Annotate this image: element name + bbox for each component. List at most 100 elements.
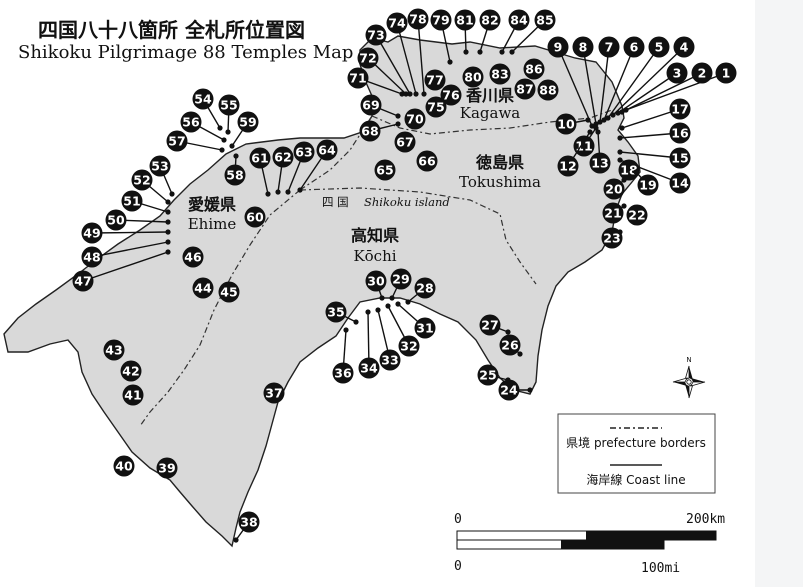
temple-marker-15[interactable]: 15: [617, 147, 691, 169]
temple-location-dot: [621, 203, 627, 209]
temple-number-badge: [103, 339, 125, 361]
temple-marker-36[interactable]: 36: [332, 327, 354, 384]
temple-marker-71[interactable]: 71: [347, 67, 405, 97]
temple-marker-7[interactable]: 7: [597, 36, 620, 125]
temple-marker-11[interactable]: 11: [573, 125, 599, 157]
temple-marker-82[interactable]: 82: [477, 9, 501, 55]
temple-marker-68[interactable]: 68: [359, 120, 401, 142]
temple-marker-10[interactable]: 10: [555, 113, 591, 135]
temple-marker-32[interactable]: 32: [385, 303, 420, 357]
temple-marker-64[interactable]: 64: [297, 139, 338, 193]
temple-marker-2[interactable]: 2: [619, 62, 713, 115]
temple-marker-76[interactable]: 76: [440, 84, 462, 106]
temple-marker-77[interactable]: 77: [424, 69, 446, 91]
prefecture-label-kagawa-english: Kagawa: [460, 104, 521, 122]
temple-marker-83[interactable]: 83: [489, 63, 511, 85]
temple-number-badge: [416, 150, 438, 172]
temple-marker-73[interactable]: 73: [365, 24, 413, 97]
temple-marker-19[interactable]: 19: [633, 169, 659, 196]
temple-marker-33[interactable]: 33: [375, 307, 401, 371]
temple-marker-17[interactable]: 17: [619, 98, 691, 131]
temple-marker-22[interactable]: 22: [626, 204, 648, 226]
temple-marker-84[interactable]: 84: [499, 9, 530, 55]
temple-marker-60[interactable]: 60: [244, 206, 266, 228]
temple-marker-87[interactable]: 87: [514, 78, 536, 100]
temple-marker-26[interactable]: 26: [499, 334, 523, 357]
temple-marker-16[interactable]: 16: [617, 122, 691, 144]
temple-marker-66[interactable]: 66: [416, 150, 438, 172]
temple-marker-75[interactable]: 75: [425, 96, 447, 118]
temple-marker-3[interactable]: 3: [615, 62, 688, 116]
temple-marker-35[interactable]: 35: [325, 301, 359, 325]
temple-marker-52[interactable]: 52: [131, 169, 171, 205]
temple-marker-37[interactable]: 37: [263, 382, 285, 404]
temple-number-badge: [603, 178, 625, 200]
temple-marker-62[interactable]: 62: [272, 146, 294, 195]
temple-marker-28[interactable]: 28: [405, 277, 436, 305]
temple-marker-59[interactable]: 59: [229, 111, 259, 149]
temple-marker-30[interactable]: 30: [365, 270, 387, 301]
temple-marker-70[interactable]: 70: [404, 108, 426, 130]
temple-marker-54[interactable]: 54: [192, 88, 223, 131]
temple-marker-13[interactable]: 13: [589, 129, 611, 174]
temple-marker-20[interactable]: 20: [603, 177, 627, 200]
temple-marker-48[interactable]: 48: [81, 239, 171, 268]
temple-marker-34[interactable]: 34: [358, 309, 380, 379]
temple-marker-44[interactable]: 44: [192, 277, 214, 299]
temple-marker-78[interactable]: 78: [407, 8, 429, 97]
compass-rose-icon: [672, 365, 706, 399]
temple-marker-42[interactable]: 42: [120, 360, 142, 382]
temple-marker-46[interactable]: 46: [182, 246, 204, 268]
temple-marker-79[interactable]: 79: [430, 9, 453, 65]
temple-marker-8[interactable]: 8: [572, 36, 599, 127]
side-strip: [755, 0, 803, 587]
temple-marker-85[interactable]: 85: [509, 9, 556, 55]
temple-number: 32: [400, 339, 417, 354]
temple-marker-57[interactable]: 57: [166, 130, 225, 153]
temple-marker-69[interactable]: 69: [360, 94, 401, 119]
temple-marker-31[interactable]: 31: [395, 301, 436, 339]
temple-leader-line: [603, 46, 635, 121]
temple-number: 68: [361, 124, 378, 139]
temple-marker-55[interactable]: 55: [218, 94, 240, 135]
temple-marker-45[interactable]: 45: [218, 281, 240, 303]
temple-marker-43[interactable]: 43: [103, 339, 125, 361]
temple-marker-53[interactable]: 53: [149, 155, 175, 197]
temple-marker-5[interactable]: 5: [605, 36, 670, 121]
temple-marker-21[interactable]: 21: [602, 202, 627, 224]
temple-marker-49[interactable]: 49: [81, 222, 171, 244]
temple-marker-63[interactable]: 63: [285, 141, 315, 195]
temple-marker-40[interactable]: 40: [113, 455, 135, 477]
temple-marker-86[interactable]: 86: [523, 58, 545, 80]
temple-marker-38[interactable]: 38: [233, 511, 260, 543]
temple-marker-80[interactable]: 80: [462, 66, 484, 88]
temple-marker-65[interactable]: 65: [374, 159, 396, 181]
temple-marker-6[interactable]: 6: [601, 36, 645, 123]
temple-marker-18[interactable]: 18: [618, 159, 640, 181]
temple-number-badge: [414, 317, 436, 339]
temple-marker-9[interactable]: 9: [547, 36, 595, 129]
temple-marker-72[interactable]: 72: [357, 47, 409, 97]
temple-marker-23[interactable]: 23: [601, 227, 623, 249]
temple-number-badge: [379, 349, 401, 371]
temple-marker-88[interactable]: 88: [537, 79, 559, 101]
temple-marker-74[interactable]: 74: [386, 12, 419, 97]
temple-marker-67[interactable]: 67: [394, 131, 416, 153]
temple-marker-56[interactable]: 56: [180, 111, 227, 143]
temple-marker-29[interactable]: 29: [389, 268, 412, 301]
temple-location-dot: [395, 121, 401, 127]
temple-marker-24[interactable]: 24: [498, 379, 533, 401]
temple-marker-58[interactable]: 58: [224, 153, 246, 186]
temple-marker-51[interactable]: 51: [121, 190, 171, 215]
temple-marker-27[interactable]: 27: [479, 314, 511, 336]
temple-marker-25[interactable]: 25: [477, 364, 511, 386]
temple-marker-12[interactable]: 12: [557, 129, 593, 177]
temple-marker-39[interactable]: 39: [156, 457, 178, 479]
temple-marker-50[interactable]: 50: [105, 209, 171, 231]
temple-marker-41[interactable]: 41: [122, 384, 144, 406]
temple-marker-47[interactable]: 47: [72, 249, 171, 292]
temple-marker-81[interactable]: 81: [454, 9, 476, 55]
temple-marker-61[interactable]: 61: [249, 147, 271, 197]
temple-number: 59: [239, 115, 256, 130]
